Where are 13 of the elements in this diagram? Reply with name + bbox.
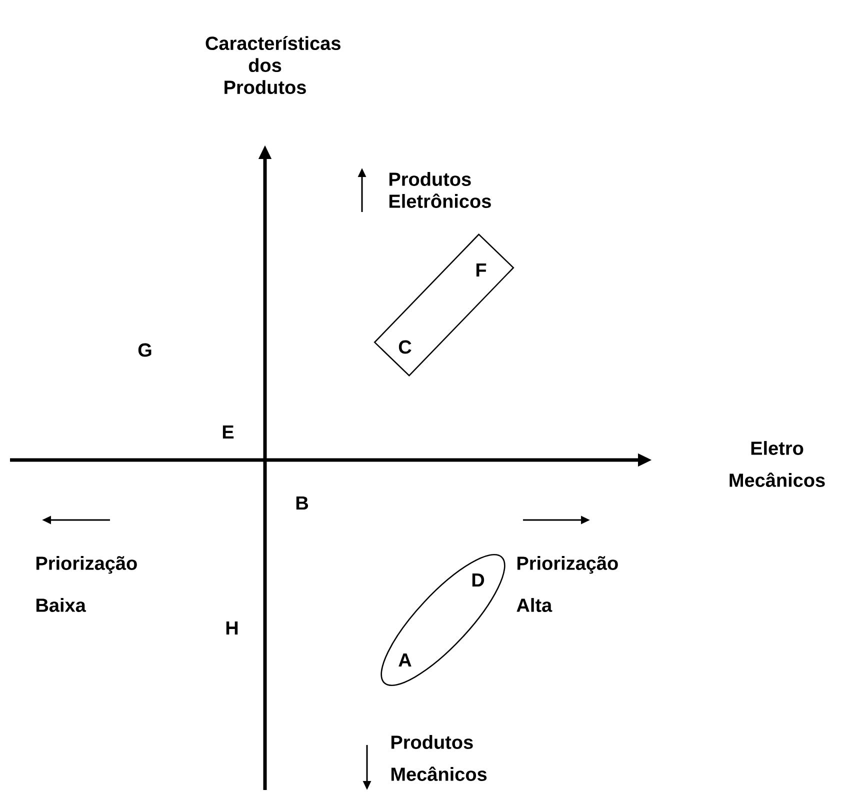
direction-label: Produtos Eletrônicos	[389, 172, 491, 208]
point-label: A	[398, 653, 412, 667]
point-label: G	[138, 343, 152, 357]
direction-label: Priorização Baixa	[36, 556, 137, 612]
axis-label: Características dos Produtos	[206, 36, 340, 94]
direction-label: Produtos Mecânicos	[391, 735, 487, 781]
point-label: F	[476, 263, 486, 277]
point-label: B	[296, 496, 308, 510]
point-label: E	[222, 425, 234, 439]
point-label: H	[226, 621, 238, 635]
axis-label: Eletro Mecânicos	[730, 441, 825, 487]
point-label: C	[398, 340, 412, 354]
point-label: D	[472, 573, 484, 587]
